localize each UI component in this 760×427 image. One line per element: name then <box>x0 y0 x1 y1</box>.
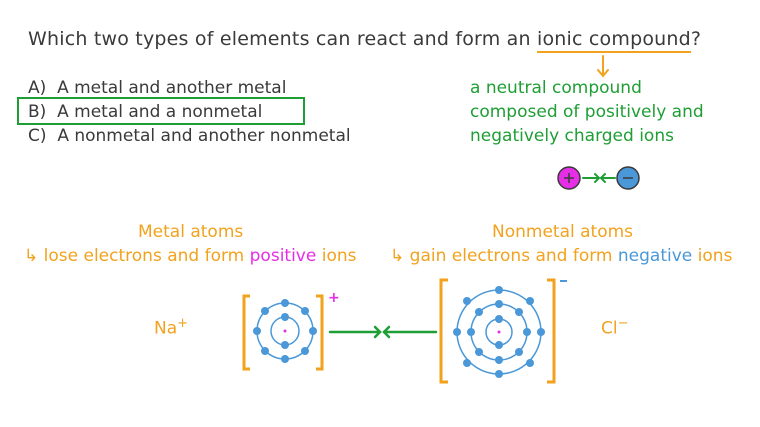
negative-ion-icon <box>616 166 640 190</box>
option-b[interactable]: B) A metal and a nonmetal <box>28 102 262 122</box>
definition-line-1: a neutral compound <box>470 78 642 98</box>
definition-line-3: negatively charged ions <box>470 126 674 146</box>
option-b-text: A metal and a nonmetal <box>57 102 263 122</box>
sodium-brackets <box>242 294 324 371</box>
sodium-charge: + <box>328 290 340 306</box>
option-b-label: B) <box>28 102 47 122</box>
metal-desc: ↳ lose electrons and form positive ions <box>24 246 357 266</box>
nonmetal-title: Nonmetal atoms <box>492 222 634 242</box>
sodium-ion-label: Na+ <box>154 316 189 339</box>
metal-title: Metal atoms <box>138 222 244 242</box>
selected-answer-box <box>17 97 305 125</box>
definition-line-2: composed of positively and <box>470 102 704 122</box>
negative-word: negative <box>617 246 693 266</box>
option-c-label: C) <box>28 126 47 146</box>
sodium-electrons <box>253 299 317 363</box>
nonmetal-desc: ↳ gain electrons and form negative ions <box>390 246 733 266</box>
option-a-text: A metal and another metal <box>57 78 287 98</box>
question-text: Which two types of elements can react an… <box>28 28 702 53</box>
question-suffix: ? <box>690 28 702 50</box>
question-term: ionic compound <box>537 28 691 53</box>
chloride-ion-label: Cl− <box>601 316 629 339</box>
nonmetal-arrow-icon: ↳ <box>390 246 405 266</box>
chloride-brackets <box>439 278 556 384</box>
positive-ion-icon <box>557 166 581 190</box>
positive-word: positive <box>249 246 317 266</box>
ion-attraction-arrows-icon <box>328 325 438 339</box>
option-a-label: A) <box>28 78 47 98</box>
down-arrow-icon <box>597 55 609 78</box>
question-prefix: Which two types of elements can react an… <box>28 28 537 50</box>
chloride-electrons <box>453 286 545 378</box>
option-c-text: A nonmetal and another nonmetal <box>57 126 351 146</box>
metal-arrow-icon: ↳ <box>24 246 39 266</box>
option-a[interactable]: A) A metal and another metal <box>28 78 286 98</box>
attraction-arrows-icon <box>582 173 616 183</box>
option-c[interactable]: C) A nonmetal and another nonmetal <box>28 126 351 146</box>
